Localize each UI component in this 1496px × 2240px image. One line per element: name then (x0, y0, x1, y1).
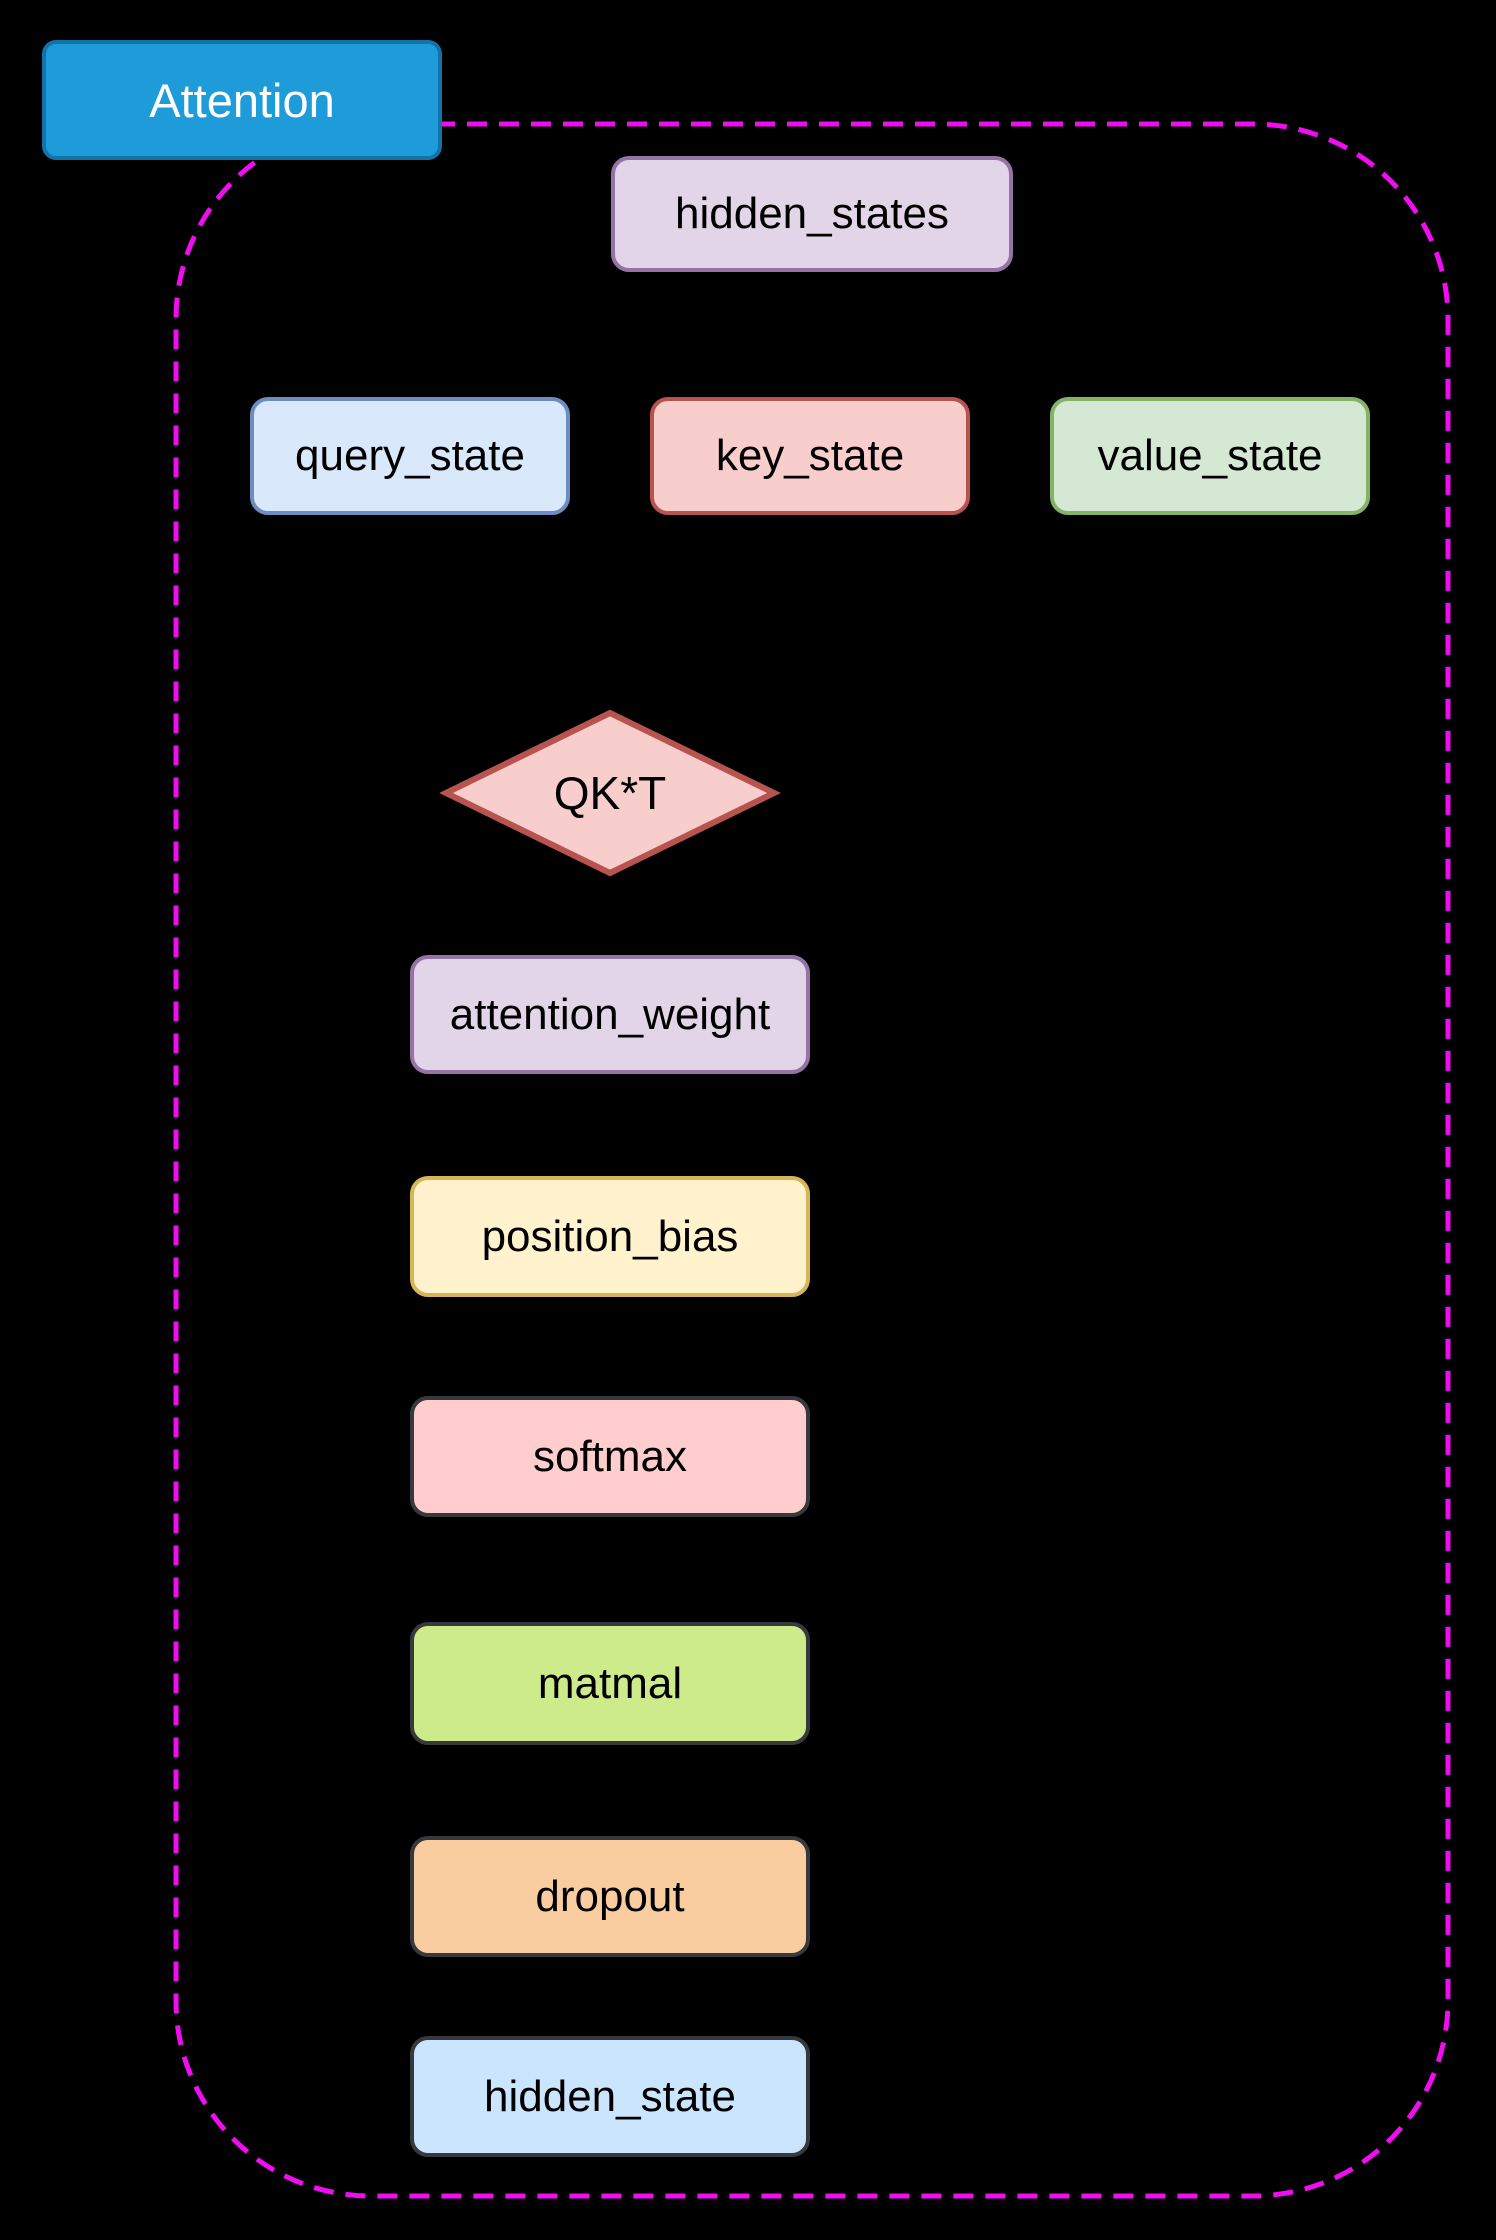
node-matmal: matmal (410, 1622, 810, 1745)
node-value-state: value_state (1050, 397, 1370, 515)
attention-group-title: Attention (42, 40, 442, 160)
node-hidden-states: hidden_states (611, 156, 1013, 272)
qkt-diamond-shape (439, 709, 781, 877)
node-position-bias: position_bias (410, 1176, 810, 1297)
node-hidden-state: hidden_state (410, 2036, 810, 2157)
node-attention-weight: attention_weight (410, 955, 810, 1074)
node-softmax: softmax (410, 1396, 810, 1517)
node-dropout: dropout (410, 1836, 810, 1957)
node-key-state: key_state (650, 397, 970, 515)
attention-group-dashed-border (173, 121, 1451, 2199)
node-query-state: query_state (250, 397, 570, 515)
